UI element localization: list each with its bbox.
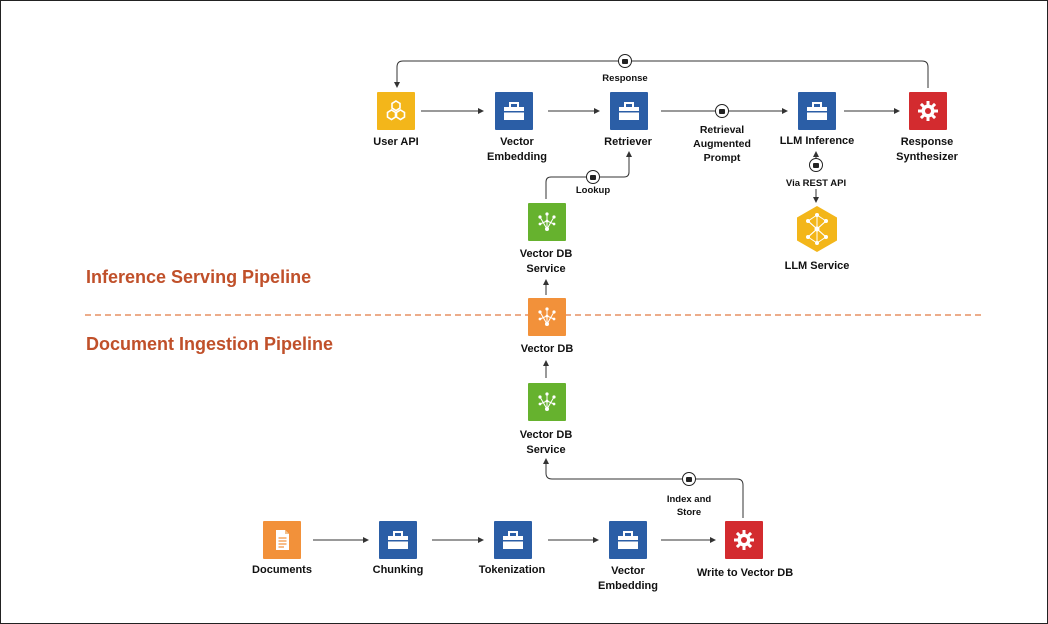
network-arrows-icon	[538, 212, 556, 231]
llm-inference-label: LLM Inference	[779, 135, 855, 147]
write-to-vector-db-node[interactable]	[725, 521, 763, 559]
document-icon	[276, 530, 289, 550]
chunking-node[interactable]	[379, 521, 417, 559]
ingestion-pipeline-title: Document Ingestion Pipeline	[86, 334, 334, 354]
index-store-edge-label: Index and Store	[666, 494, 712, 518]
toolbox-icon	[504, 102, 524, 120]
retrieval-prompt-edge-label: Retrieval Augmented Prompt	[693, 124, 751, 164]
message-icon	[715, 104, 729, 118]
tokenization-label: Tokenization	[478, 564, 546, 576]
retriever-label: Retriever	[604, 136, 652, 148]
user-api-label: User API	[373, 136, 419, 148]
chunking-label: Chunking	[372, 564, 424, 576]
via-rest-edge-label: Via REST API	[785, 178, 847, 189]
vector-db-service-top-node[interactable]	[528, 203, 566, 241]
network-arrows-icon	[538, 307, 556, 326]
response-edge-label: Response	[602, 73, 648, 84]
lookup-edge-label: Lookup	[575, 185, 611, 196]
llm-inference-node[interactable]	[798, 92, 836, 130]
network-arrows-icon	[538, 392, 556, 411]
vector-embedding-top-label: Vector Embedding	[487, 136, 547, 163]
response-synthesizer-label: Response Synthesizer	[896, 136, 958, 163]
toolbox-icon	[619, 102, 639, 120]
retriever-node[interactable]	[610, 92, 648, 130]
vector-embedding-bottom-label: Vector Embedding	[598, 565, 658, 592]
documents-label: Documents	[252, 564, 312, 576]
vector-db-service-bottom-label: Vector DB Service	[519, 429, 573, 456]
toolbox-icon	[807, 102, 827, 120]
toolbox-icon	[388, 531, 408, 549]
edge-response-loop	[394, 60, 929, 88]
api-icon	[809, 158, 823, 172]
database-icon	[586, 170, 600, 184]
documents-node[interactable]	[263, 521, 301, 559]
vector-db-service-bottom-node[interactable]	[528, 383, 566, 421]
neural-network-icon	[797, 206, 837, 252]
vector-db-label: Vector DB	[520, 343, 574, 355]
toolbox-icon	[618, 531, 638, 549]
llm-service-label: LLM Service	[784, 260, 850, 272]
inference-pipeline-title: Inference Serving Pipeline	[86, 267, 312, 287]
toolbox-icon	[503, 531, 523, 549]
response-synthesizer-node[interactable]	[909, 92, 947, 130]
vector-embedding-top-node[interactable]	[495, 92, 533, 130]
tokenization-node[interactable]	[494, 521, 532, 559]
gear-icon	[918, 101, 938, 121]
write-to-vector-db-label: Write to Vector DB	[696, 567, 794, 579]
database-icon	[682, 472, 696, 486]
hexagon-cluster-icon	[386, 100, 406, 121]
llm-service-node[interactable]	[795, 205, 839, 253]
vector-db-service-top-label: Vector DB Service	[519, 248, 573, 275]
user-api-node[interactable]	[377, 92, 415, 130]
vector-embedding-bottom-node[interactable]	[609, 521, 647, 559]
message-icon	[618, 54, 632, 68]
gear-icon	[734, 530, 754, 550]
edge-index-store	[543, 458, 744, 518]
vector-db-node[interactable]	[528, 298, 566, 336]
